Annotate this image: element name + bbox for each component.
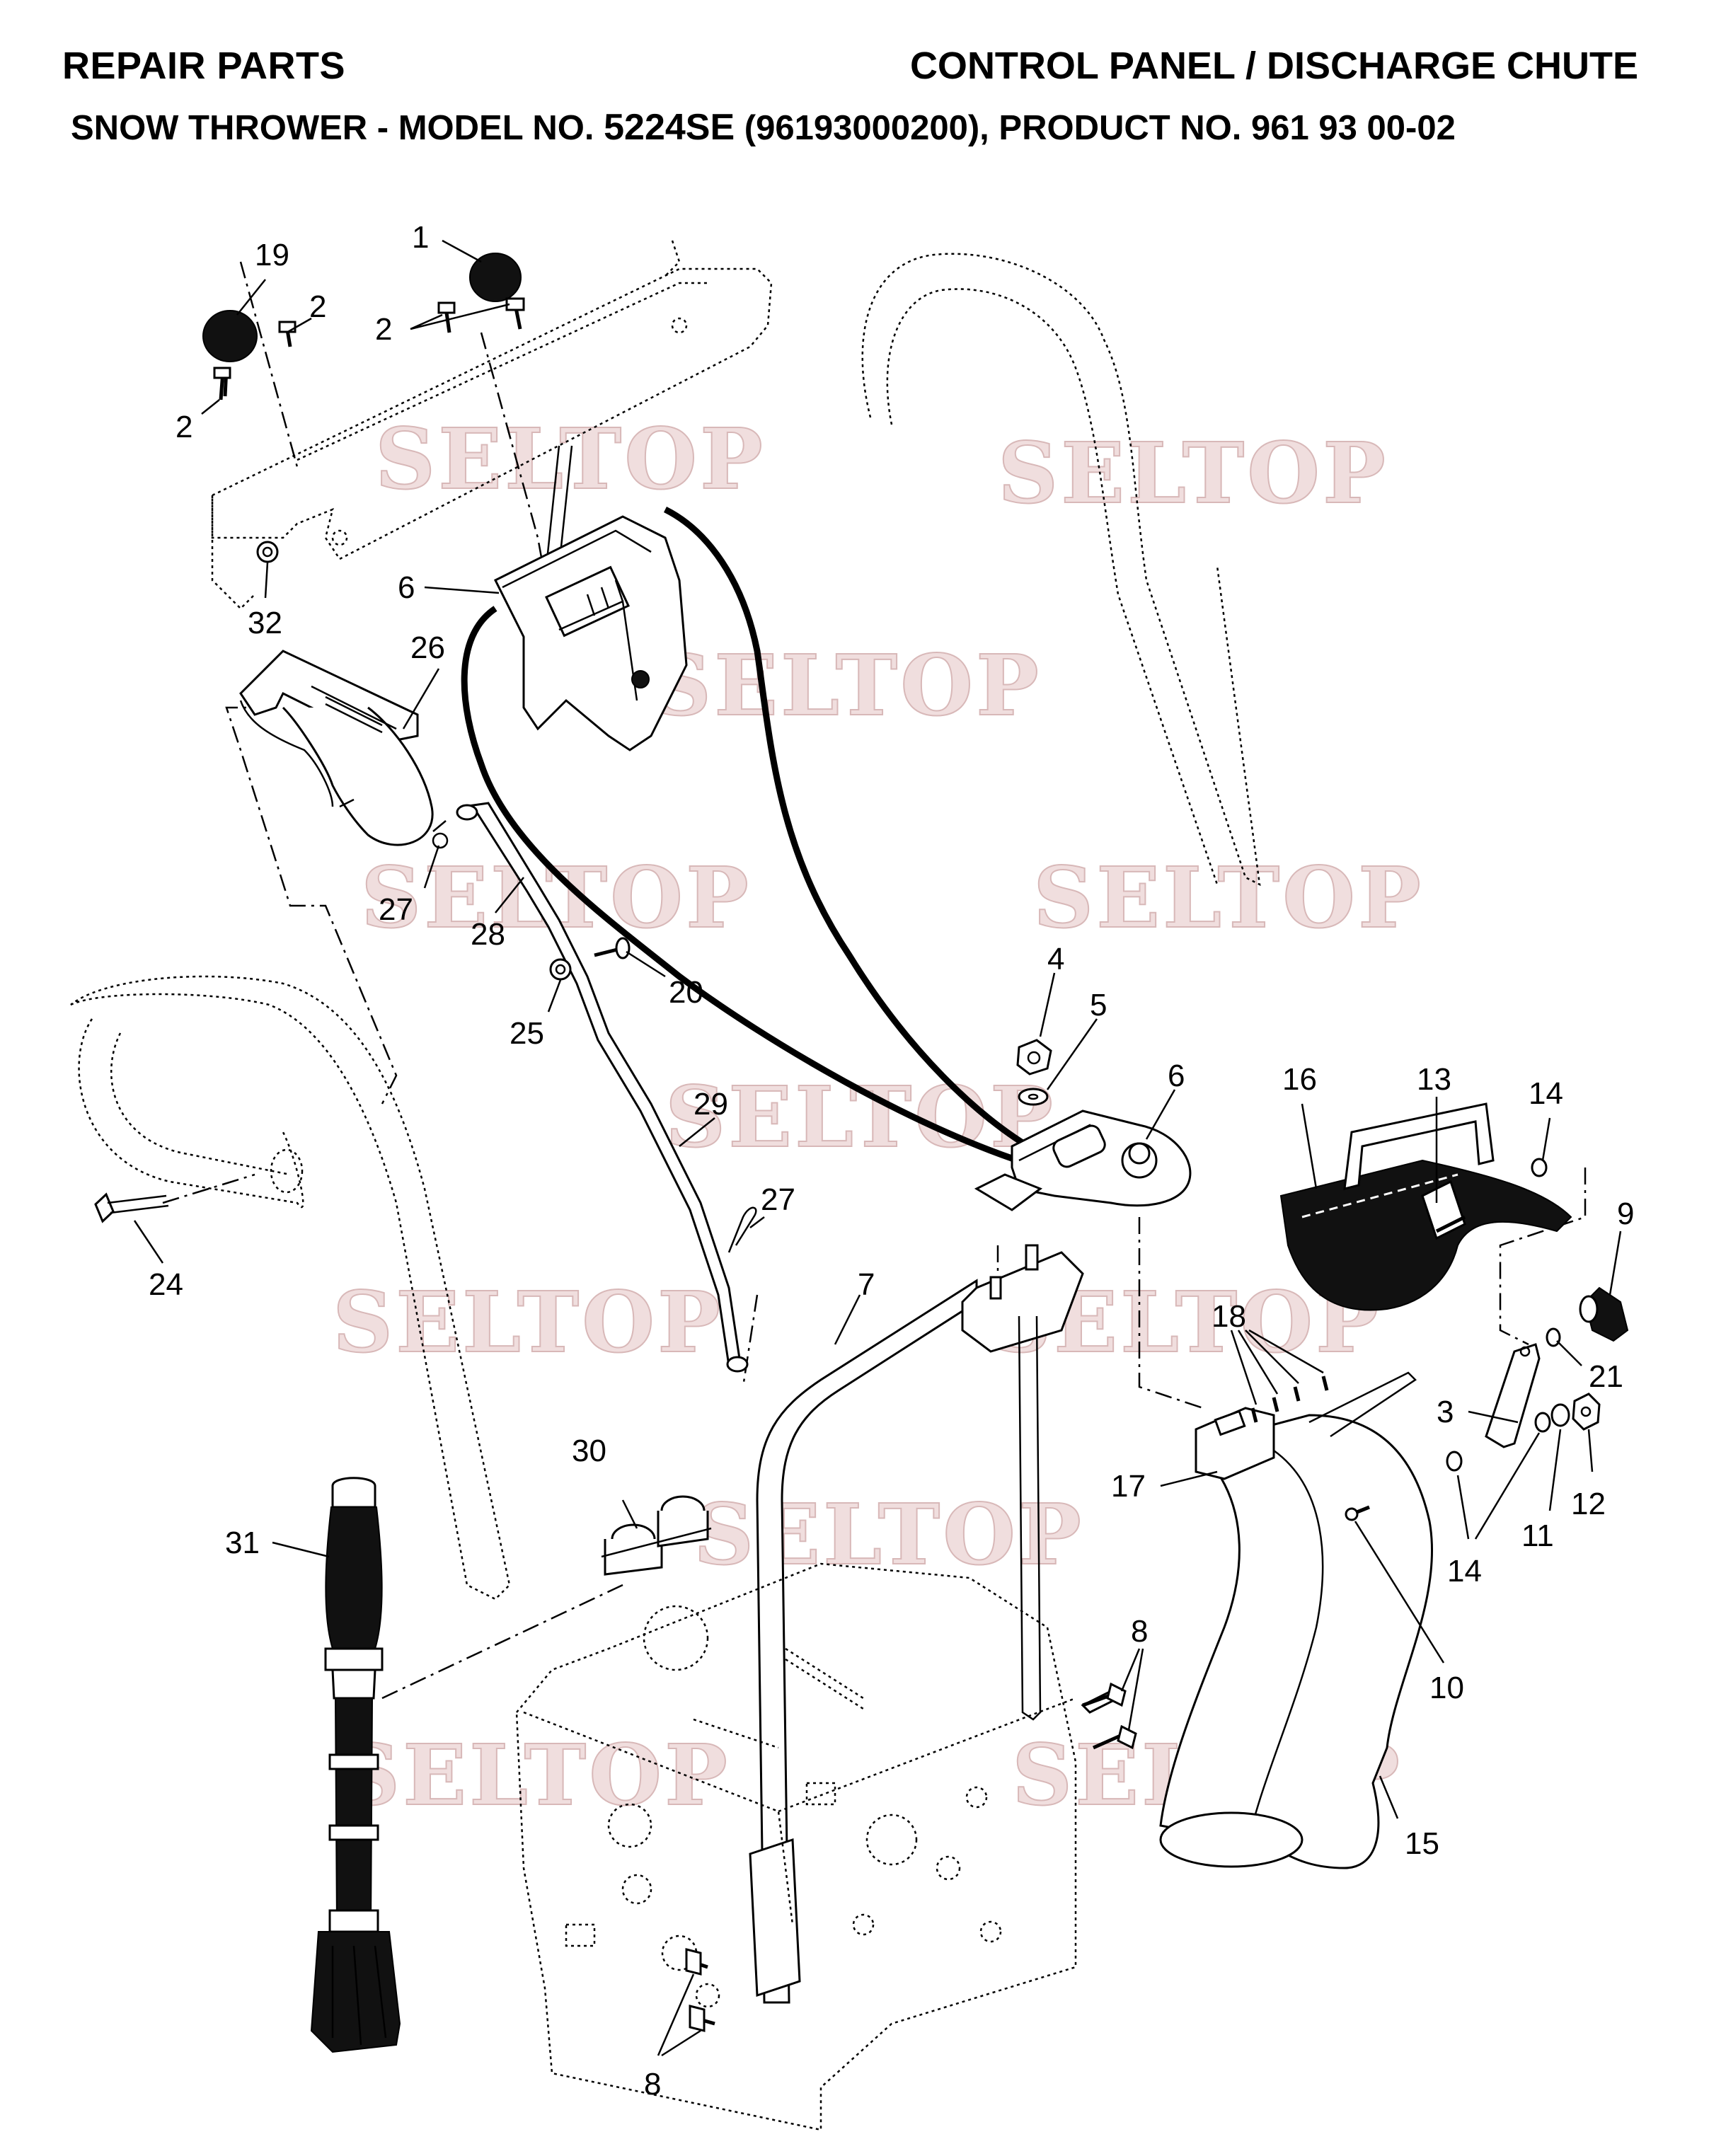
bolt-20 xyxy=(594,937,631,959)
callout-28: 28 xyxy=(471,917,505,952)
bracket-17 xyxy=(1195,1407,1275,1480)
leader-lines xyxy=(133,239,1622,2057)
washer-11 xyxy=(1534,1403,1570,1433)
callout-2: 2 xyxy=(309,289,326,324)
washer-21 xyxy=(1546,1327,1561,1347)
page-subtitle: SNOW THROWER - MODEL NO. 5224SE (9619300… xyxy=(71,106,1456,149)
housing-plate xyxy=(515,1562,1077,2131)
callout-25: 25 xyxy=(510,1016,544,1051)
screws-2 xyxy=(213,297,525,400)
washer-14-lower xyxy=(1446,1451,1463,1472)
chute-control-upper-6 xyxy=(493,445,688,751)
nut-12 xyxy=(1572,1393,1601,1431)
control-panel xyxy=(211,240,773,610)
callout-32: 32 xyxy=(248,606,282,640)
callout-26: 26 xyxy=(410,630,445,665)
deflector-16 xyxy=(1279,1102,1572,1311)
callout-7: 7 xyxy=(858,1267,875,1302)
nut-4 xyxy=(1016,1039,1052,1076)
bolt-24 xyxy=(94,1192,169,1223)
callout-14: 14 xyxy=(1447,1554,1482,1589)
callout-24: 24 xyxy=(149,1267,183,1302)
callout-9: 9 xyxy=(1617,1197,1634,1231)
callout-20: 20 xyxy=(669,975,703,1010)
subtitle-suffix: (96193000200), PRODUCT NO. 961 93 00-02 xyxy=(735,109,1456,147)
subtitle-prefix: SNOW THROWER - MODEL NO. xyxy=(71,109,604,147)
callout-10: 10 xyxy=(1429,1671,1464,1705)
callout-14: 14 xyxy=(1529,1076,1563,1111)
callout-2: 2 xyxy=(375,312,392,347)
callout-29: 29 xyxy=(694,1087,728,1122)
crank-31 xyxy=(310,1477,401,2053)
chute-control-lower-6 xyxy=(974,1109,1192,1211)
callout-2: 2 xyxy=(175,410,192,444)
knob-9 xyxy=(1579,1286,1629,1342)
nut-25 xyxy=(549,958,572,981)
callout-8: 8 xyxy=(644,2067,661,2102)
upper-handle-right xyxy=(861,253,1261,887)
page-title-left: REPAIR PARTS xyxy=(62,45,346,87)
knob-19 xyxy=(202,310,258,397)
callout-4: 4 xyxy=(1047,942,1064,976)
callout-3: 3 xyxy=(1437,1395,1454,1429)
page-title-right: CONTROL PANEL / DISCHARGE CHUTE xyxy=(909,45,1638,87)
frame-7 xyxy=(749,1244,1084,2004)
callout-18: 18 xyxy=(1212,1299,1246,1334)
chute-15 xyxy=(1159,1371,1433,1869)
callout-13: 13 xyxy=(1417,1062,1451,1097)
callout-19: 19 xyxy=(255,238,289,272)
screws-18 xyxy=(1250,1376,1329,1423)
washer-14-top xyxy=(1531,1158,1548,1177)
nut-32 xyxy=(256,541,279,563)
lever-3 xyxy=(1485,1343,1541,1448)
lower-handle-left xyxy=(70,975,511,1601)
callout-27: 27 xyxy=(761,1182,795,1217)
callout-5: 5 xyxy=(1090,988,1107,1022)
watermark: SELTOP xyxy=(333,1273,723,1371)
chute-cable xyxy=(461,506,1042,1171)
bolts-8 xyxy=(685,1682,1137,2032)
callout-1: 1 xyxy=(412,220,429,255)
callout-17: 17 xyxy=(1111,1469,1146,1504)
callout-15: 15 xyxy=(1405,1826,1439,1861)
callout-12: 12 xyxy=(1571,1487,1606,1521)
knob-1 xyxy=(469,253,522,302)
callout-8: 8 xyxy=(1131,1614,1148,1649)
watermark: SELTOP xyxy=(375,410,766,508)
callout-6: 6 xyxy=(398,570,415,605)
pin-27-lower xyxy=(727,1206,757,1253)
rod-28-29 xyxy=(456,802,749,1373)
washer-5 xyxy=(1018,1088,1049,1106)
callout-6: 6 xyxy=(1168,1059,1185,1093)
callout-21: 21 xyxy=(1589,1359,1623,1394)
callout-27: 27 xyxy=(379,892,413,927)
callout-labels: 19 1 2 2 2 32 6 26 27 28 20 25 29 27 24 … xyxy=(149,220,1634,2102)
watermark: SELTOP xyxy=(340,1726,730,1824)
bracket-26 xyxy=(239,650,434,846)
callout-11: 11 xyxy=(1521,1518,1554,1553)
watermark: SELTOP xyxy=(651,636,1042,734)
watermark: SELTOP xyxy=(998,424,1388,522)
pin-27-upper xyxy=(432,820,449,849)
callout-31: 31 xyxy=(225,1526,260,1560)
watermark: SELTOP xyxy=(694,1485,1084,1584)
callout-30: 30 xyxy=(572,1434,606,1468)
callout-16: 16 xyxy=(1282,1062,1317,1097)
screw-10 xyxy=(1345,1505,1370,1521)
model-number: 5224SE xyxy=(604,107,735,148)
watermark: SELTOP xyxy=(1033,848,1424,947)
clamp-30 xyxy=(601,1495,712,1576)
